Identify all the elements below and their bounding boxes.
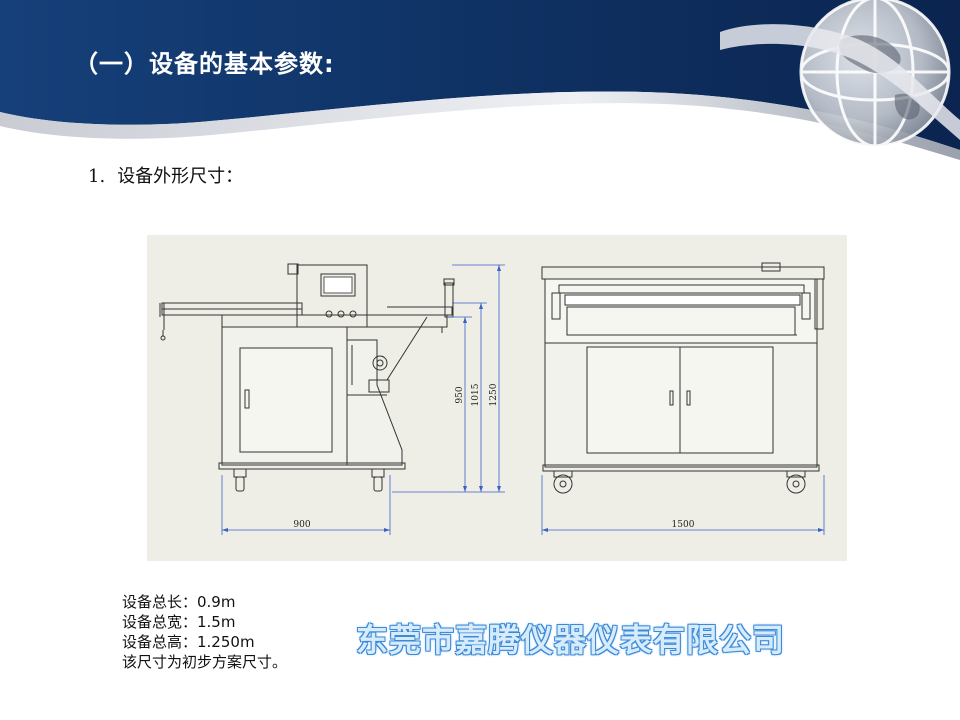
- company-watermark: 东莞市嘉腾仪器仪表有限公司: [356, 621, 786, 659]
- section-title: 设备外形尺寸：: [117, 166, 244, 187]
- spec-width: 设备总宽：1.5m: [122, 613, 236, 631]
- section-number: 1.: [88, 166, 106, 187]
- height-1250-label: 1250: [489, 383, 499, 406]
- side-width-label: 900: [293, 520, 310, 530]
- height-1015-label: 1015: [471, 383, 481, 406]
- height-950-label: 950: [455, 386, 465, 403]
- side-view: [159, 263, 455, 492]
- spec-note: 该尺寸为初步方案尺寸。: [122, 653, 288, 671]
- drawing-canvas: 900 1500 950 1015 1250: [159, 262, 825, 535]
- spec-list: 设备总长：0.9m 设备总宽：1.5m 设备总高：1.250m 该尺寸为初步方案…: [122, 592, 287, 672]
- header-background: [0, 0, 960, 160]
- equipment-dimension-drawing: 900 1500 950 1015 1250: [147, 235, 847, 561]
- slide-title: （一）设备的基本参数:: [74, 50, 335, 78]
- front-width-label: 1500: [672, 520, 695, 530]
- front-view: [541, 262, 825, 494]
- spec-height: 设备总高：1.250m: [122, 633, 255, 651]
- globe-icon: [720, 0, 960, 148]
- spec-length: 设备总长：0.9m: [122, 593, 236, 611]
- section-heading: 1. 设备外形尺寸：: [88, 162, 243, 188]
- header-banner: [0, 0, 960, 160]
